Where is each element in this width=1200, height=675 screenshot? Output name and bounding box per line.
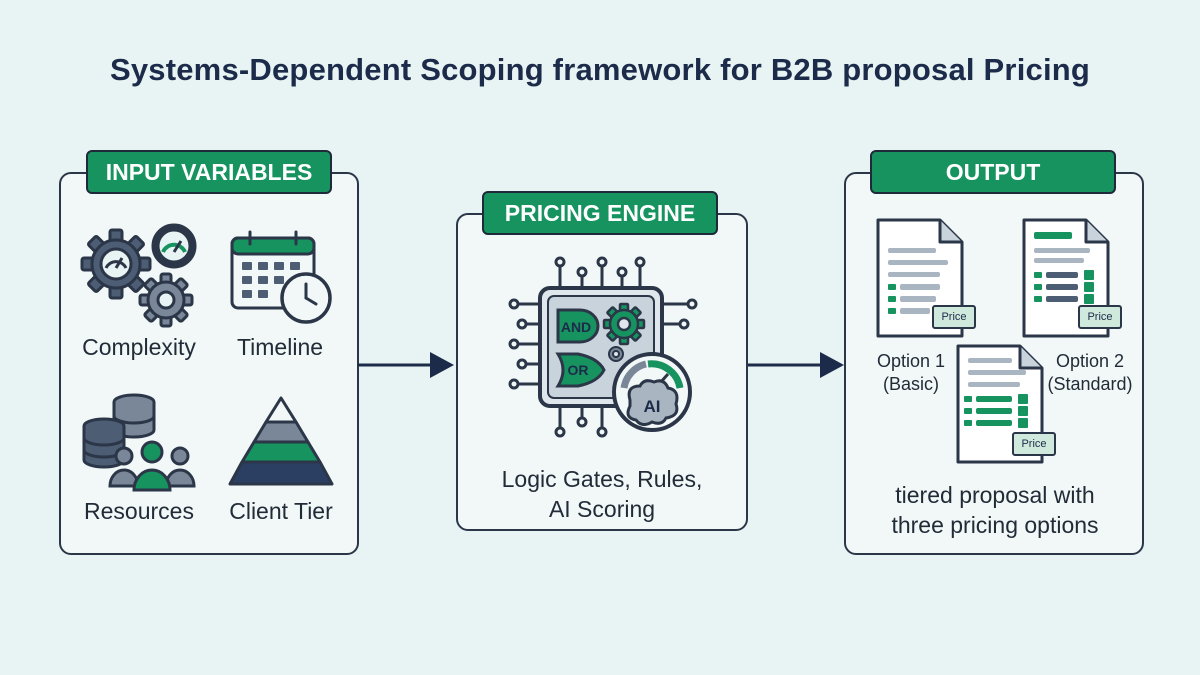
gears-gauge-icon [80, 223, 197, 328]
and-gate-label: AND [561, 319, 591, 335]
price-tag-option1: Price [932, 305, 976, 329]
option1-line1: Option 1 [876, 351, 946, 371]
resources-label: Resources [84, 498, 194, 524]
calendar-clock-icon [230, 230, 332, 324]
input-variables-header: INPUT VARIABLES [86, 150, 332, 194]
or-gate-label: OR [568, 362, 589, 378]
option1-label: Option 1 (Basic) [866, 350, 956, 396]
engine-caption: Logic Gates, Rules, AI Scoring [466, 464, 738, 524]
price-tag-option2: Price [1078, 305, 1122, 329]
output-header: OUTPUT [870, 150, 1116, 194]
engine-caption-line2: AI Scoring [548, 496, 656, 522]
price-tag-label: Price [1021, 438, 1047, 450]
flow-arrow-input-to-engine [358, 352, 454, 378]
ai-label: AI [644, 397, 661, 416]
logic-chip-icon: AND OR AI [508, 256, 698, 438]
price-tag-option3: Price [1012, 432, 1056, 456]
output-caption-line2: three pricing options [891, 512, 1099, 538]
option2-line2: (Standard) [1047, 374, 1133, 394]
engine-caption-line1: Logic Gates, Rules, [501, 466, 703, 492]
database-people-icon [82, 393, 196, 492]
option2-line1: Option 2 [1055, 351, 1125, 371]
pricing-engine-header: PRICING ENGINE [482, 191, 718, 235]
option2-label: Option 2 (Standard) [1040, 350, 1140, 396]
timeline-label: Timeline [236, 334, 324, 360]
price-tag-label: Price [941, 311, 967, 323]
output-caption: tiered proposal with three pricing optio… [850, 480, 1140, 540]
flow-arrow-engine-to-output [748, 352, 844, 378]
client-tier-label: Client Tier [229, 498, 333, 524]
complexity-label: Complexity [82, 334, 196, 360]
price-tag-label: Price [1087, 311, 1113, 323]
option1-line2: (Basic) [882, 374, 939, 394]
pyramid-icon [228, 396, 334, 486]
output-caption-line1: tiered proposal with [895, 482, 1095, 508]
diagram-title: Systems-Dependent Scoping framework for … [109, 52, 1091, 87]
